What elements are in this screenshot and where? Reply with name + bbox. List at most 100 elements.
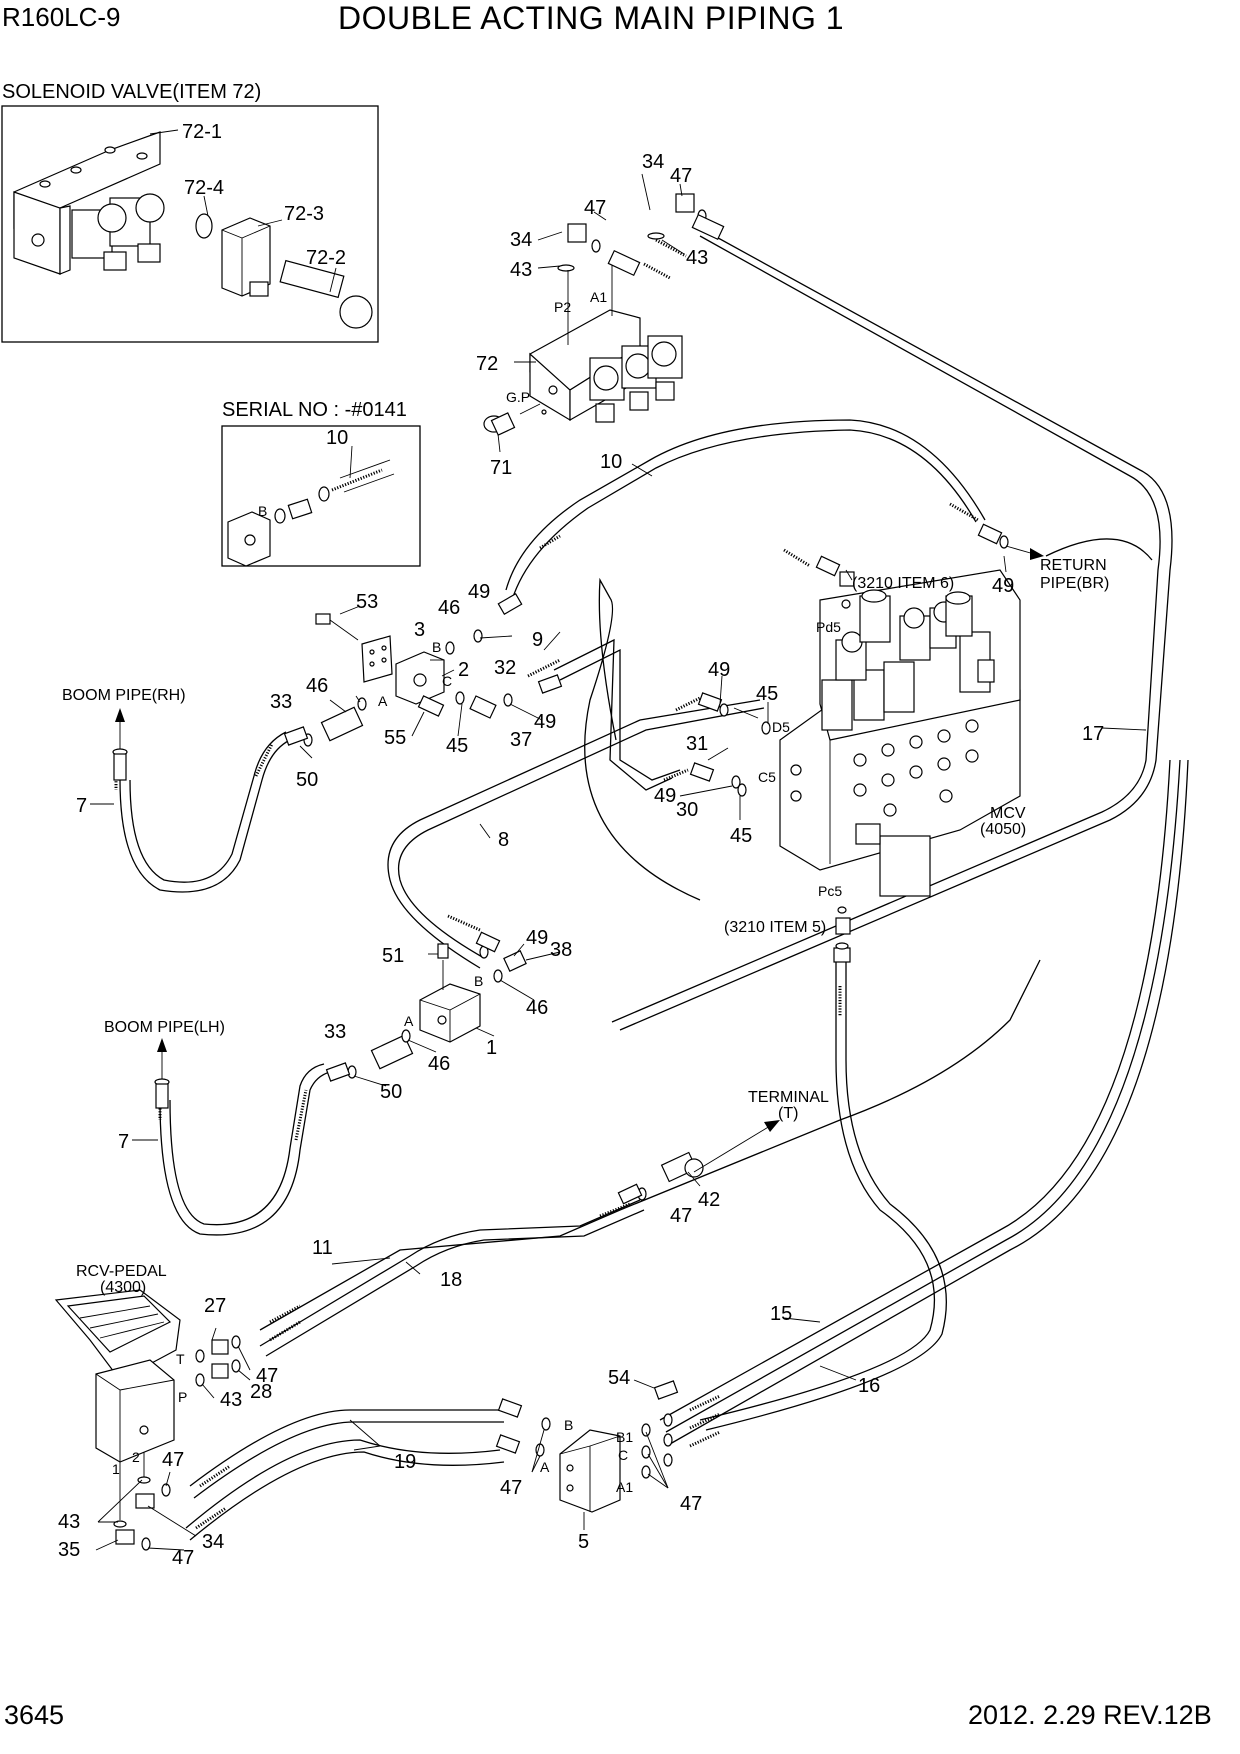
port-label: C bbox=[618, 1447, 628, 1463]
port-label: P2 bbox=[554, 299, 571, 315]
part-callout: 47 bbox=[670, 165, 692, 187]
port-label: A1 bbox=[616, 1479, 633, 1495]
part-callout: 43 bbox=[58, 1511, 80, 1533]
part-callout: 47 bbox=[256, 1365, 278, 1387]
part-callout: 33 bbox=[270, 691, 292, 713]
part-callout: 19 bbox=[394, 1451, 416, 1473]
terminal-label: TERMINAL bbox=[748, 1089, 829, 1106]
port-label: P bbox=[178, 1389, 187, 1405]
part-callout: 50 bbox=[296, 769, 318, 791]
part-callout: 10 bbox=[600, 451, 622, 473]
part-callout: 51 bbox=[382, 945, 404, 967]
inset-title: SOLENOID VALVE(ITEM 72) bbox=[2, 81, 261, 103]
port-label: A1 bbox=[590, 289, 607, 305]
callout-72-4: 72-4 bbox=[184, 177, 224, 199]
port-label: A bbox=[404, 1013, 414, 1029]
port-label: B bbox=[564, 1417, 573, 1433]
model-code: R160LC-9 bbox=[2, 2, 121, 32]
cartridge-72-2 bbox=[279, 259, 345, 299]
mcv-number-label: (4050) bbox=[980, 821, 1026, 838]
part-callout: 28 bbox=[250, 1381, 272, 1403]
leaders bbox=[90, 173, 1147, 1551]
port-label: C bbox=[442, 673, 452, 689]
part-callout: 3 bbox=[414, 619, 425, 641]
blocks bbox=[112, 409, 1009, 1205]
return-pipe-label-1: RETURN bbox=[1040, 557, 1107, 574]
part-callout: 71 bbox=[490, 457, 512, 479]
port-label: T bbox=[176, 1351, 185, 1367]
part-callout: 47 bbox=[670, 1205, 692, 1227]
boom-pipe-lh-label: BOOM PIPE(LH) bbox=[104, 1019, 225, 1036]
part-callout: 18 bbox=[440, 1269, 462, 1291]
part-callout: 47 bbox=[172, 1547, 194, 1569]
part-callout: 34 bbox=[202, 1531, 224, 1553]
part-callout: 47 bbox=[162, 1449, 184, 1471]
rcv-pedal-4300 bbox=[54, 1289, 241, 1551]
part-callout: 8 bbox=[498, 829, 509, 851]
boom-pipe-rh-label: BOOM PIPE(RH) bbox=[62, 687, 186, 704]
part-callout: 46 bbox=[438, 597, 460, 619]
port-label: B1 bbox=[616, 1429, 633, 1445]
item-3210-6-label: (3210 ITEM 6) bbox=[852, 575, 954, 592]
part-callout: 45 bbox=[756, 683, 778, 705]
part-callout: 38 bbox=[550, 939, 572, 961]
part-callout: 45 bbox=[446, 735, 468, 757]
port-label: D5 bbox=[772, 719, 790, 735]
callout-72-1: 72-1 bbox=[182, 121, 222, 143]
part-callout: 50 bbox=[380, 1081, 402, 1103]
part-callout: 53 bbox=[356, 591, 378, 613]
part-callout: 17 bbox=[1082, 723, 1104, 745]
serial-frame bbox=[221, 425, 421, 567]
serial-inset: SERIAL NO : -#0141 B 10 bbox=[221, 399, 421, 567]
port-labels: P2 A1 G.P Pd5 B C A D5 C5 Pc5 B A T P 1 … bbox=[112, 289, 842, 1495]
part-callout: 5 bbox=[578, 1531, 589, 1553]
item-3210-5-label: (3210 ITEM 5) bbox=[724, 919, 826, 936]
port-label: A bbox=[378, 693, 388, 709]
part-callout: 43 bbox=[510, 259, 532, 281]
part-callout: 47 bbox=[500, 1477, 522, 1499]
part-callout: 72 bbox=[476, 353, 498, 375]
mcv-label: MCV bbox=[990, 805, 1026, 822]
serial-title: SERIAL NO : -#0141 bbox=[222, 399, 407, 421]
svg-text:B: B bbox=[258, 503, 267, 519]
valve-5 bbox=[495, 1380, 679, 1513]
part-callout: 43 bbox=[220, 1389, 242, 1411]
part-callout: 47 bbox=[680, 1493, 702, 1515]
part-callout: 11 bbox=[312, 1237, 333, 1259]
part-callout: 43 bbox=[686, 247, 708, 269]
part-callout: 27 bbox=[204, 1295, 226, 1317]
port-label: 2 bbox=[132, 1449, 140, 1465]
part-callout: 35 bbox=[58, 1539, 80, 1561]
part-callout: 46 bbox=[428, 1053, 450, 1075]
part-callout: 30 bbox=[676, 799, 698, 821]
mcv-4050 bbox=[779, 569, 1021, 963]
callout-72-2: 72-2 bbox=[306, 247, 346, 269]
port-label: A bbox=[540, 1459, 550, 1475]
part-callout: 42 bbox=[698, 1189, 720, 1211]
part-callout: 15 bbox=[770, 1303, 792, 1325]
part-callout: 46 bbox=[526, 997, 548, 1019]
part-callouts: 34 47 47 34 43 43 72 71 10 49 53 46 49 3… bbox=[58, 151, 1104, 1569]
part-callout: 37 bbox=[510, 729, 532, 751]
port-label: B bbox=[432, 639, 441, 655]
part-callout: 55 bbox=[384, 727, 406, 749]
part-callout: 16 bbox=[858, 1375, 880, 1397]
part-callout: 49 bbox=[992, 575, 1014, 597]
return-pipe-label-2: PIPE(BR) bbox=[1040, 575, 1109, 592]
rcv-pedal-label: RCV-PEDAL bbox=[76, 1263, 167, 1280]
part-callout: 34 bbox=[642, 151, 664, 173]
part-callout: 49 bbox=[708, 659, 730, 681]
part-callout: 45 bbox=[730, 825, 752, 847]
page-title: DOUBLE ACTING MAIN PIPING 1 bbox=[338, 0, 845, 36]
callout-72-3: 72-3 bbox=[284, 203, 324, 225]
part-callout: 7 bbox=[76, 795, 87, 817]
part-callout: 2 bbox=[458, 659, 469, 681]
part-callout: 34 bbox=[510, 229, 532, 251]
part-callout: 49 bbox=[534, 711, 556, 733]
port-label: C5 bbox=[758, 769, 776, 785]
rcv-pedal-number-label: (4300) bbox=[100, 1279, 146, 1296]
pipes bbox=[114, 227, 1189, 1541]
part-callout: 49 bbox=[526, 927, 548, 949]
terminal-code-label: (T) bbox=[778, 1105, 798, 1122]
